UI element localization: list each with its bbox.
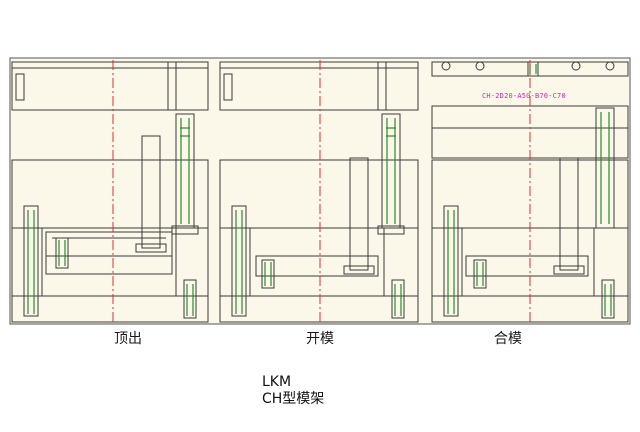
- screw-right: [391, 279, 405, 319]
- caption-model: CH型模架: [262, 391, 325, 407]
- guide-pin: [595, 107, 615, 229]
- screw-left: [231, 205, 247, 317]
- screw-ejector: [261, 259, 275, 289]
- guide-pin: [175, 113, 195, 229]
- part-code-label: CH-2D20-A50-B70-C70: [482, 92, 566, 100]
- panel-label-ejection: 顶出: [114, 331, 142, 347]
- ejector-plate: [45, 255, 173, 275]
- screw-right: [183, 279, 197, 319]
- support-pillar: [559, 157, 579, 271]
- screw-ejector: [55, 237, 69, 269]
- panel-label-open: 开模: [306, 331, 334, 347]
- panel-label-closed: 合模: [494, 331, 522, 347]
- caption-brand: LKM: [262, 374, 292, 390]
- guide-pin: [381, 113, 401, 229]
- ejector-plate: [465, 255, 589, 277]
- screw-left: [23, 205, 39, 317]
- bottom-clamp-plate: [219, 295, 419, 323]
- screw-left: [443, 205, 459, 317]
- screw-ejector: [473, 259, 487, 289]
- panel-ejection: [11, 61, 209, 323]
- bottom-clamp-plate: [11, 295, 209, 323]
- panel-ejection-pins: [27, 118, 194, 316]
- ejector-plate: [255, 255, 379, 277]
- panel-open: [219, 61, 419, 323]
- support-pillar: [141, 135, 161, 249]
- support-pillar: [349, 157, 369, 271]
- screw-right: [601, 279, 615, 319]
- panel-open-pins: [235, 118, 402, 316]
- panel-closed-pins: [447, 64, 612, 316]
